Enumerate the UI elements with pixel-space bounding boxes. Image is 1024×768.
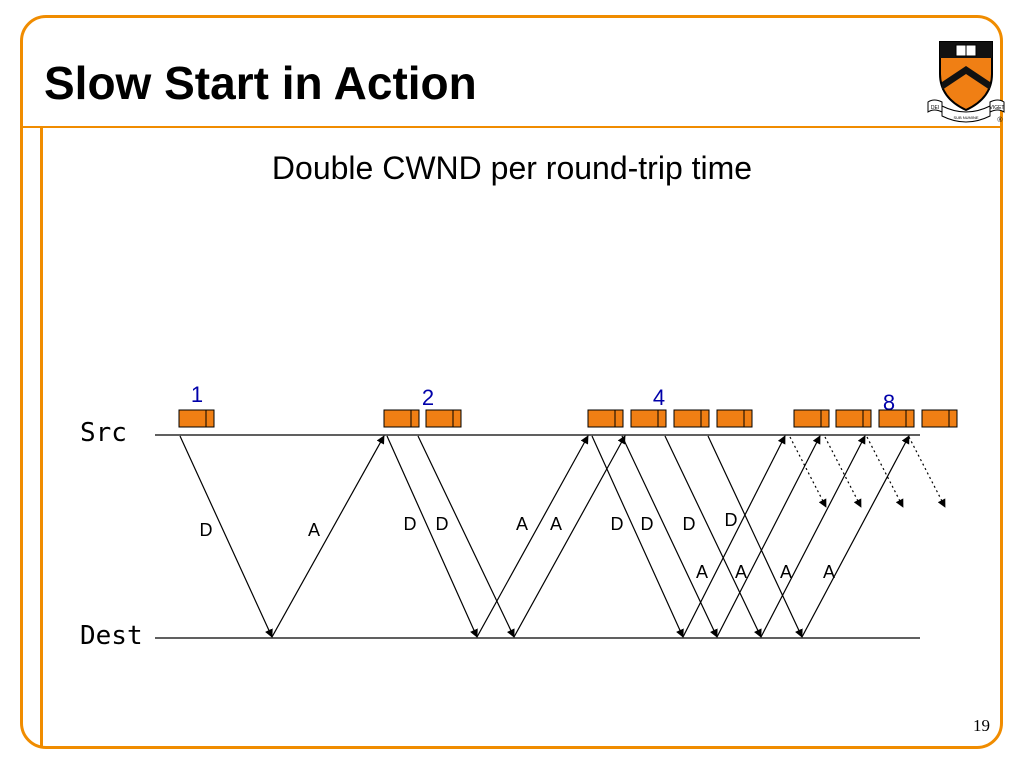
ack-label: A [780,562,792,582]
window-label-1: 1 [191,382,203,407]
data-arrow [386,435,478,638]
packet [878,409,915,428]
data-label: D [725,510,738,530]
ack-arrow [760,435,866,638]
ack-arrow [682,435,786,638]
ack-arrow [801,435,910,638]
princeton-shield-icon: DEI SUB NUMINE VIGET ® [927,41,1005,124]
ack-label: A [735,562,747,582]
ack-arrow [716,435,821,638]
data-arrow [179,435,273,638]
motto-right: VIGET [989,105,1004,111]
packet [793,409,830,428]
ack-label: A [550,514,562,534]
page-number: 19 [973,716,990,735]
window-label-8: 8 [883,390,895,415]
data-label: D [436,514,449,534]
packet [921,409,958,428]
window-label-4: 4 [653,385,665,410]
ack-label: A [308,520,320,540]
title-divider [20,126,1003,128]
packet [383,409,420,428]
dest-label: Dest [80,621,143,651]
packet [178,409,215,428]
dotted-arrow [866,436,904,508]
data-arrow [664,435,762,638]
data-label: D [404,514,417,534]
ack-label: A [823,562,835,582]
packet [835,409,872,428]
slide-title: Slow Start in Action [44,57,477,109]
left-accent-bar [40,128,43,747]
packet [425,409,462,428]
data-label: D [611,514,624,534]
slide-frame [20,15,1003,749]
data-arrow [621,435,718,638]
window-label-2: 2 [422,385,434,410]
packet [630,409,667,428]
dotted-arrow [908,436,946,508]
ack-label: A [516,514,528,534]
data-label: D [641,514,654,534]
packet [673,409,710,428]
slide-subtitle: Double CWND per round-trip time [271,150,753,186]
src-label: Src [80,418,127,448]
ack-arrow [271,435,385,638]
packet [587,409,624,428]
data-label: D [683,514,696,534]
data-label: D [200,520,213,540]
dotted-arrow [789,436,827,508]
motto-mid: SUB NUMINE [953,115,978,120]
ack-arrow [513,435,626,638]
packet [716,409,753,428]
ack-label: A [696,562,708,582]
dotted-arrow [824,436,862,508]
motto-left: DEI [931,105,939,111]
registered-mark: ® [997,116,1003,124]
data-arrow [417,435,515,638]
data-arrow [707,435,803,638]
ack-arrow [476,435,589,638]
